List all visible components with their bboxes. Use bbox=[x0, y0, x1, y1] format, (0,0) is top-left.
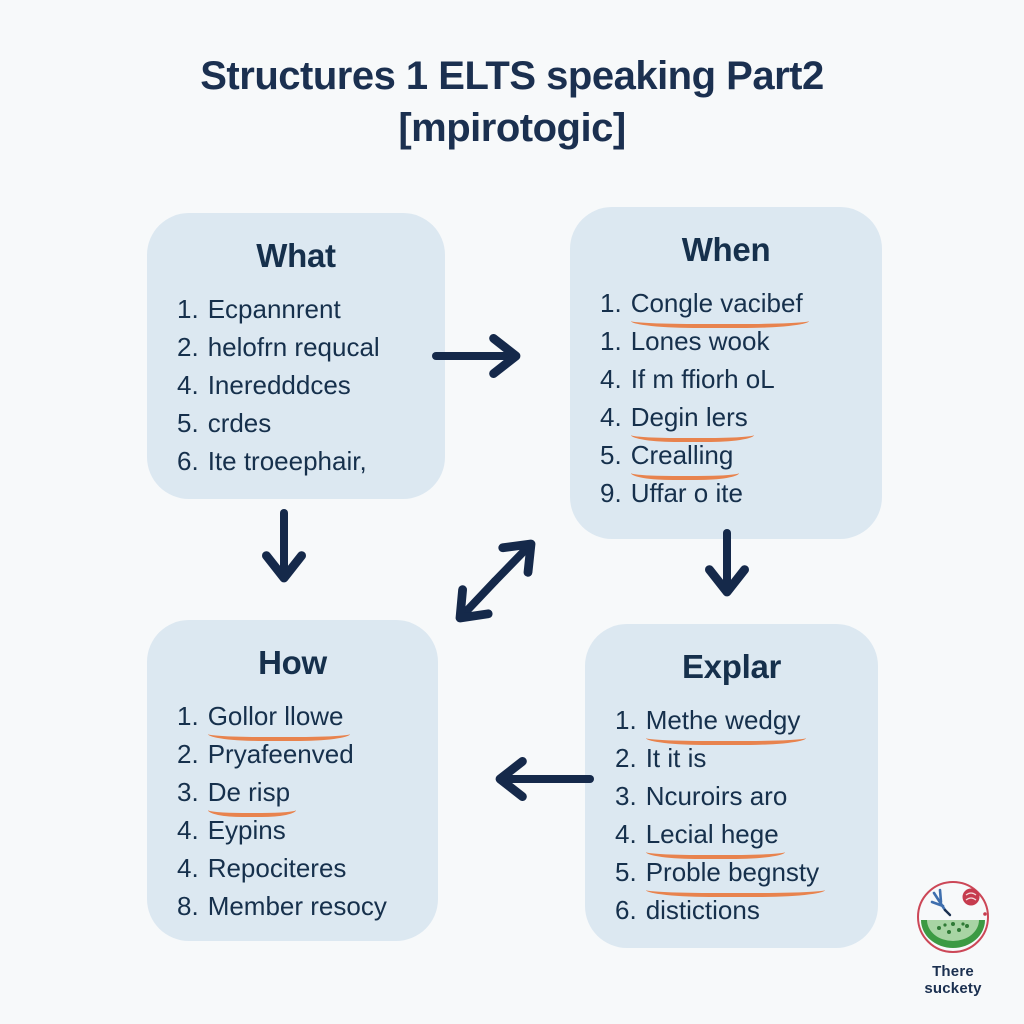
list-item: 1. Gollor llowe bbox=[177, 697, 428, 741]
brand-logo: There suckety bbox=[903, 880, 1003, 997]
item-text: Pryafeenved bbox=[207, 739, 354, 769]
list-item: 4. Lecial hege bbox=[615, 815, 868, 859]
list-item: 5. Crealling bbox=[600, 436, 872, 480]
box-title: When bbox=[681, 231, 771, 268]
box-title: How bbox=[258, 644, 327, 681]
item-number: 2. bbox=[177, 739, 199, 769]
box-explar: Explar 1. Methe wedgy 2. It it is 3. Ncuroirs… bbox=[585, 624, 878, 948]
item-text: Proble begnsty bbox=[645, 853, 826, 897]
item-number: 4. bbox=[177, 853, 199, 883]
box-list: 1. Ecpannrent 2. helofrn requcal 4. Ineredddc… bbox=[147, 290, 445, 480]
item-text: Congle vacibef bbox=[630, 284, 809, 328]
item-text: Gollor llowe bbox=[207, 697, 350, 741]
list-item: 5. Proble begnsty bbox=[615, 853, 868, 897]
item-text: De risp bbox=[207, 773, 297, 817]
list-item: 4. Ineredddces bbox=[177, 366, 435, 404]
item-number: 4. bbox=[600, 364, 622, 394]
list-item: 2. Pryafeenved bbox=[177, 735, 428, 773]
list-item: 1. Ecpannrent bbox=[177, 290, 435, 328]
list-item: 2. helofrn requcal bbox=[177, 328, 435, 366]
item-number: 3. bbox=[177, 777, 199, 807]
list-item: 2. It it is bbox=[615, 739, 868, 777]
logo-caption: There suckety bbox=[924, 963, 982, 997]
item-text: Ite troeephair, bbox=[207, 446, 367, 476]
page-title-line1: Structures 1 ELTS speaking Part2 bbox=[200, 54, 824, 98]
item-text: Crealling bbox=[630, 436, 739, 480]
item-number: 4. bbox=[600, 402, 622, 432]
item-text: Member resocy bbox=[207, 891, 387, 921]
item-text: Uffar o ite bbox=[630, 478, 743, 508]
box-how: How 1. Gollor llowe 2. Pryafeenved 3. De risp… bbox=[147, 620, 438, 941]
item-text: crdes bbox=[207, 408, 272, 438]
item-text: distictions bbox=[645, 895, 760, 925]
item-text: Lones wook bbox=[630, 326, 770, 356]
item-number: 4. bbox=[615, 819, 637, 849]
list-item: 8. Member resocy bbox=[177, 887, 428, 925]
item-text: helofrn requcal bbox=[207, 332, 380, 362]
item-number: 1. bbox=[615, 705, 637, 735]
list-item: 1. Lones wook bbox=[600, 322, 872, 360]
list-item: 1. Methe wedgy bbox=[615, 701, 868, 745]
item-number: 5. bbox=[177, 408, 199, 438]
item-number: 1. bbox=[177, 294, 199, 324]
box-what: What 1. Ecpannrent 2. helofrn requcal 4. Iner… bbox=[147, 213, 445, 499]
item-text: If m ffiorh oL bbox=[630, 364, 775, 394]
box-when: When 1. Congle vacibef 1. Lones wook 4. If m … bbox=[570, 207, 882, 539]
list-item: 1. Congle vacibef bbox=[600, 284, 872, 328]
item-number: 1. bbox=[600, 326, 622, 356]
item-number: 1. bbox=[177, 701, 199, 731]
item-text: Ncuroirs aro bbox=[645, 781, 788, 811]
page-title-line2: [mpirotogic] bbox=[398, 106, 626, 150]
arrow-how-when-diagonal-up-icon bbox=[491, 539, 536, 585]
item-number: 4. bbox=[177, 370, 199, 400]
item-number: 2. bbox=[615, 743, 637, 773]
item-number: 4. bbox=[177, 815, 199, 845]
list-item: 4. If m ffiorh oL bbox=[600, 360, 872, 398]
list-item: 4. Repociteres bbox=[177, 849, 428, 887]
item-number: 5. bbox=[600, 440, 622, 470]
item-text: Methe wedgy bbox=[645, 701, 806, 745]
item-number: 8. bbox=[177, 891, 199, 921]
arrow-how-when-diagonal-down-icon bbox=[455, 577, 499, 623]
list-item: 3. De risp bbox=[177, 773, 428, 817]
list-item: 6. Ite troeephair, bbox=[177, 442, 435, 480]
item-number: 5. bbox=[615, 857, 637, 887]
item-text: Ineredddces bbox=[207, 370, 351, 400]
item-number: 6. bbox=[177, 446, 199, 476]
item-text: It it is bbox=[645, 743, 707, 773]
item-number: 1. bbox=[600, 288, 622, 318]
list-item: 3. Ncuroirs aro bbox=[615, 777, 868, 815]
item-number: 3. bbox=[615, 781, 637, 811]
box-list: 1. Methe wedgy 2. It it is 3. Ncuroirs aro 4. L… bbox=[585, 701, 878, 929]
list-item: 4. Eypins bbox=[177, 811, 428, 849]
item-number: 6. bbox=[615, 895, 637, 925]
item-text: Eypins bbox=[207, 815, 286, 845]
page-title: Structures 1 ELTS speaking Part2 [mpirot… bbox=[0, 50, 1024, 154]
list-item: 6. distictions bbox=[615, 891, 868, 929]
item-number: 2. bbox=[177, 332, 199, 362]
list-item: 5. crdes bbox=[177, 404, 435, 442]
list-item: 9. Uffar o ite bbox=[600, 474, 872, 512]
item-text: Repociteres bbox=[207, 853, 347, 883]
watermelon-bird-stamp-icon bbox=[917, 881, 989, 953]
item-text: Lecial hege bbox=[645, 815, 785, 859]
item-number: 9. bbox=[600, 478, 622, 508]
item-text: Ecpannrent bbox=[207, 294, 341, 324]
box-title: Explar bbox=[681, 648, 782, 685]
box-list: 1. Congle vacibef 1. Lones wook 4. If m ffior… bbox=[570, 284, 882, 512]
box-title: What bbox=[256, 237, 336, 274]
box-list: 1. Gollor llowe 2. Pryafeenved 3. De risp 4. Ey… bbox=[147, 697, 438, 925]
